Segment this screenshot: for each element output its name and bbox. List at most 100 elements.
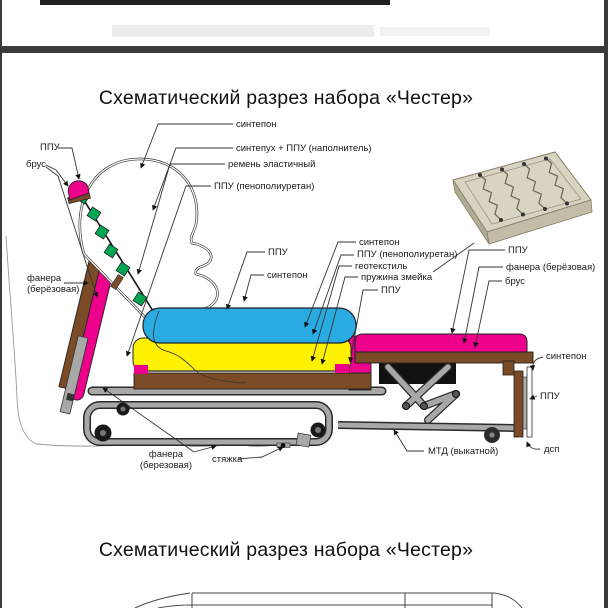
ghost-artifact (112, 25, 374, 37)
label-sintepon-right: синтепон (359, 237, 400, 248)
spring-frame-photo (452, 151, 593, 245)
label-brus-right: брус (505, 276, 526, 287)
scissor-bar (425, 391, 459, 423)
label-sintepuh-ppu: синтепух + ППУ (наполнитель) (236, 143, 372, 154)
label-fanera-left-line1: фанера (27, 273, 62, 284)
leader-brus-right (473, 280, 502, 348)
seat-cover-seam-line (153, 310, 246, 384)
leader-ppu-top-left (58, 147, 81, 180)
label-geotextil: геотекстиль (355, 261, 408, 272)
leader-sintepon-br (529, 356, 544, 371)
leader-brus-2 (45, 166, 99, 298)
section-title-top: Схематический разрез набора «Честер» (98, 87, 474, 109)
leader-remen (136, 163, 225, 275)
label-sintepon-top: синтепон (236, 119, 277, 130)
side-panel-group (502, 360, 533, 438)
label-ppu-mid: ППУ (268, 247, 288, 258)
backrest-frame (58, 251, 115, 415)
leader-dsp (526, 441, 541, 450)
leader-fanera-bottom-1 (102, 387, 195, 453)
label-remen: ремень эластичный (228, 159, 316, 170)
leader-ppu-peno-top (125, 185, 211, 357)
belt-clip (103, 243, 119, 259)
label-sintepon-br: синтепон (546, 351, 587, 362)
seat-base-plank (133, 372, 372, 390)
seat-corner-foam (134, 365, 148, 374)
belt-clip (132, 291, 148, 307)
photo-inner-frame (464, 158, 582, 225)
serpentine-springs (479, 158, 568, 221)
label-sintepon-mid: синтепон (267, 270, 308, 281)
rollout-section (337, 333, 534, 443)
belt-clip (86, 206, 102, 222)
leader-ppu-right3 (450, 249, 505, 334)
belt-clip (94, 224, 110, 240)
leader-sintepuh (152, 147, 233, 211)
label-ppu-peno-right: ППУ (пенополиуретан) (357, 249, 458, 260)
metal-frame (83, 386, 387, 448)
label-fanera-left: фанера (берёзовая) (27, 273, 80, 295)
scissor-joint (402, 402, 410, 410)
serpentine-spring (479, 174, 502, 221)
label-dsp: дсп (544, 444, 560, 455)
side-panel-hanger (502, 360, 515, 376)
serpentine-spring (545, 158, 568, 204)
bracket-bolt (66, 392, 75, 402)
label-styazhka: стяжка (212, 454, 243, 465)
label-ppu-peno-top: ППУ (пенополиуретан) (214, 181, 315, 192)
side-panel-dsp (513, 370, 524, 438)
label-mtd: МТД (выкатной) (428, 446, 499, 457)
label-fanera-bottom: фанера (березовая) (130, 449, 202, 471)
serpentine-spring (523, 163, 546, 210)
photo-side-face (452, 179, 490, 245)
backrest-top-cap-foam (67, 180, 90, 201)
label-fanera-bottom-line2: (березовая) (139, 459, 193, 471)
cropped-content-artifact (40, 0, 390, 5)
leader-sintepon-mid (242, 274, 264, 302)
bottom-section-preview (134, 592, 523, 608)
backrest-metal-bracket (59, 335, 89, 415)
spring-clips (478, 156, 569, 222)
scissor-joint (452, 390, 460, 398)
serpentine-spring (501, 169, 524, 215)
leader-ppu-br (529, 394, 538, 400)
leader-photo (432, 242, 475, 273)
label-ppu-top-left: ППУ (40, 142, 60, 153)
scissor-bar (403, 364, 451, 409)
page-border-left (0, 0, 2, 608)
leader-pruzhina (320, 276, 358, 365)
tie-bracket (295, 432, 312, 448)
side-panel-batting (526, 366, 533, 438)
label-ppu-br: ППУ (540, 391, 560, 402)
ottoman-foam-top (354, 333, 528, 353)
label-pruzhina: пружина змейка (361, 272, 433, 283)
leader-mtd (393, 429, 424, 452)
leader-brus-1 (45, 164, 69, 187)
label-fanera-right: фанера (берёзовая) (506, 262, 596, 273)
label-ppu-right3: ППУ (508, 245, 528, 256)
leader-ppu-peno-right (312, 254, 354, 335)
seat-corner-foam (335, 364, 349, 373)
label-ppu-right2: ППУ (381, 285, 401, 296)
leader-sintepon-top (140, 123, 233, 169)
section-title-bottom: Схематический разрез набора «Честер» (98, 539, 474, 561)
label-fanera-bottom-line1: фанера (148, 449, 184, 460)
section-divider (0, 46, 608, 53)
label-fanera-left-line2: (берёзовая) (27, 283, 80, 295)
side-panel-foam (522, 376, 528, 430)
leader-sintepon-right (304, 241, 356, 328)
page-border-right (604, 0, 608, 608)
leader-styazhka (237, 446, 284, 460)
ghost-artifact (380, 27, 490, 36)
leader-ppu-right2 (348, 289, 378, 363)
seat-top-cushion-blue (142, 307, 357, 344)
scissor-bar (385, 364, 427, 409)
label-brus-top-left: брус (26, 159, 47, 170)
seat-assembly (132, 307, 372, 390)
belt-wood-clip (110, 274, 124, 290)
leader-fanera-right (462, 266, 503, 344)
leader-lines (45, 123, 544, 460)
scissor-joint (420, 402, 428, 410)
